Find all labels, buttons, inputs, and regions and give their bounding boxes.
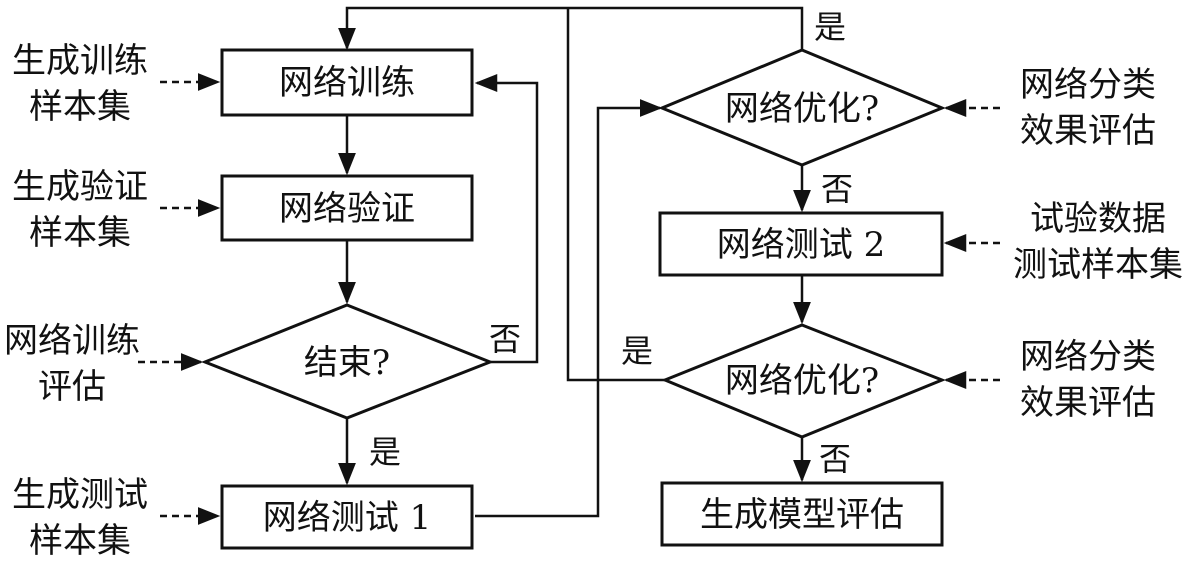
label-opt2-yes: 是 [621,332,653,370]
input-exp-data-line2: 测试样本集 [1013,245,1183,285]
node-end-check: 结束? [200,303,495,420]
input-gen-test: 生成测试 样本集 [12,475,148,561]
node-validate-label: 网络验证 [279,189,415,229]
label-end-yes: 是 [369,433,401,471]
edge-opt1-yes-loop [338,6,804,51]
node-end-check-label: 结束? [304,343,390,383]
label-end-no: 否 [489,320,521,358]
node-optimize2: 网络优化? [661,323,947,439]
input-gen-test-line1: 生成测试 [12,475,148,515]
node-test1: 网络测试 1 [220,484,474,550]
label-opt2-no: 否 [819,440,851,478]
node-train: 网络训练 [220,48,474,117]
node-train-label: 网络训练 [279,63,415,103]
node-test2-label: 网络测试 2 [717,225,885,265]
input-class-eval2: 网络分类 效果评估 [1020,337,1156,423]
input-gen-val-line1: 生成验证 [12,167,148,207]
input-class-eval1: 网络分类 效果评估 [1020,65,1156,151]
input-gen-train-line2: 样本集 [29,87,131,127]
node-optimize1: 网络优化? [658,48,946,167]
label-opt1-yes: 是 [814,8,846,46]
label-opt1-no: 否 [821,170,853,208]
input-train-eval: 网络训练 评估 [4,321,140,407]
input-gen-test-line2: 样本集 [29,521,131,561]
edge-end-no-loop [474,74,539,364]
node-test1-label: 网络测试 1 [263,498,431,538]
input-gen-val-line2: 样本集 [29,213,131,253]
input-train-eval-line1: 网络训练 [4,321,140,361]
node-validate: 网络验证 [220,174,474,242]
input-class-eval2-line2: 效果评估 [1020,383,1156,423]
edge-opt2-yes-loop [566,8,665,382]
input-exp-data-line1: 试验数据 [1030,199,1166,239]
edge-test1-to-opt1 [475,99,663,518]
node-optimize2-label: 网络优化? [725,361,879,401]
input-train-eval-line2: 评估 [38,367,106,407]
node-test2: 网络测试 2 [658,211,944,277]
input-gen-train-line1: 生成训练 [12,41,148,81]
node-optimize1-label: 网络优化? [725,89,879,129]
input-class-eval1-line1: 网络分类 [1020,65,1156,105]
input-gen-val: 生成验证 样本集 [12,167,148,253]
input-exp-data: 试验数据 测试样本集 [1013,199,1183,285]
input-class-eval2-line1: 网络分类 [1020,337,1156,377]
input-class-eval1-line2: 效果评估 [1020,111,1156,151]
node-final: 生成模型评估 [660,481,944,547]
input-gen-train: 生成训练 样本集 [12,41,148,127]
node-final-label: 生成模型评估 [700,495,904,535]
